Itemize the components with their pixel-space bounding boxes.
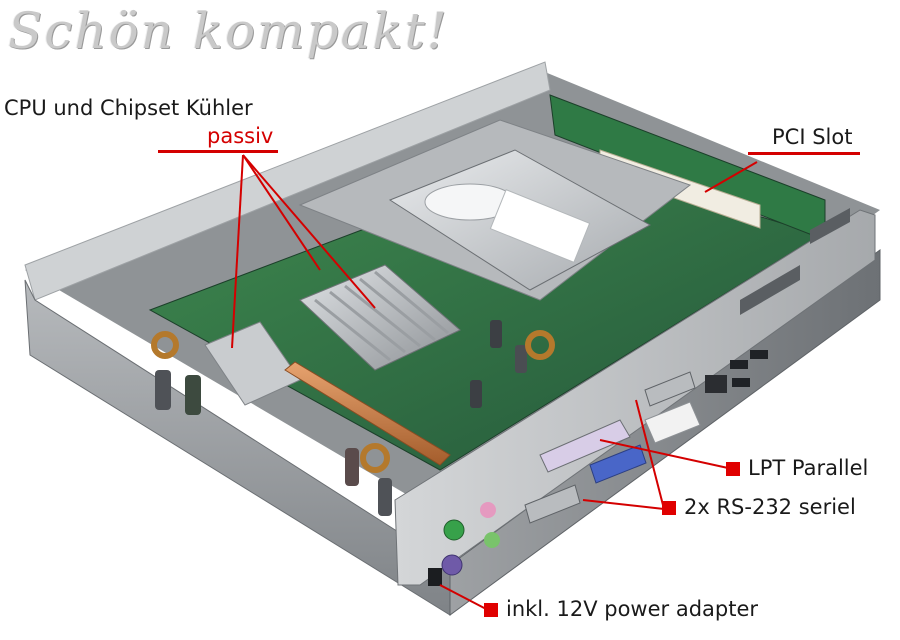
ps2-mouse-port [443, 519, 465, 541]
cpu-heatsink [299, 264, 461, 371]
ps2-keyboard-port [441, 554, 463, 576]
copper-heatpipe [284, 361, 451, 466]
headline-title: Schön kompakt! [8, 2, 449, 60]
label-pci-slot: PCI Slot [772, 125, 853, 149]
marker-lpt [726, 462, 740, 476]
serial-port-2 [644, 371, 696, 407]
label-passive: passiv [207, 124, 274, 148]
serial-port-1 [524, 484, 581, 524]
pci-underline [748, 152, 860, 155]
slot-bracket-cutouts [740, 208, 850, 315]
heatsink-fins [314, 270, 449, 362]
label-power-adapter: inkl. 12V power adapter [506, 597, 759, 621]
audio-jack-pink [480, 502, 496, 518]
chipset-cooler [204, 321, 301, 406]
label-cpu-chipset-cooler: CPU und Chipset Kühler [4, 96, 253, 120]
lan-port [705, 375, 727, 393]
power-connector [428, 568, 442, 586]
capacitors [155, 320, 527, 516]
label-lpt-parallel: LPT Parallel [748, 456, 869, 480]
passive-underline [158, 150, 278, 153]
lpt-port [539, 419, 631, 473]
hdd-brand-plate [489, 189, 591, 263]
label-rs232-serial: 2x RS-232 seriel [684, 495, 856, 519]
audio-jack-green [484, 532, 500, 548]
chassis-rear-rail [24, 61, 551, 301]
marker-rs232 [662, 501, 676, 515]
toroid-coils [151, 330, 555, 473]
callout-lines [231, 154, 758, 611]
dvi-port [644, 401, 701, 444]
marker-power [484, 603, 498, 617]
vga-port [589, 444, 647, 484]
usb-ports [730, 350, 768, 387]
